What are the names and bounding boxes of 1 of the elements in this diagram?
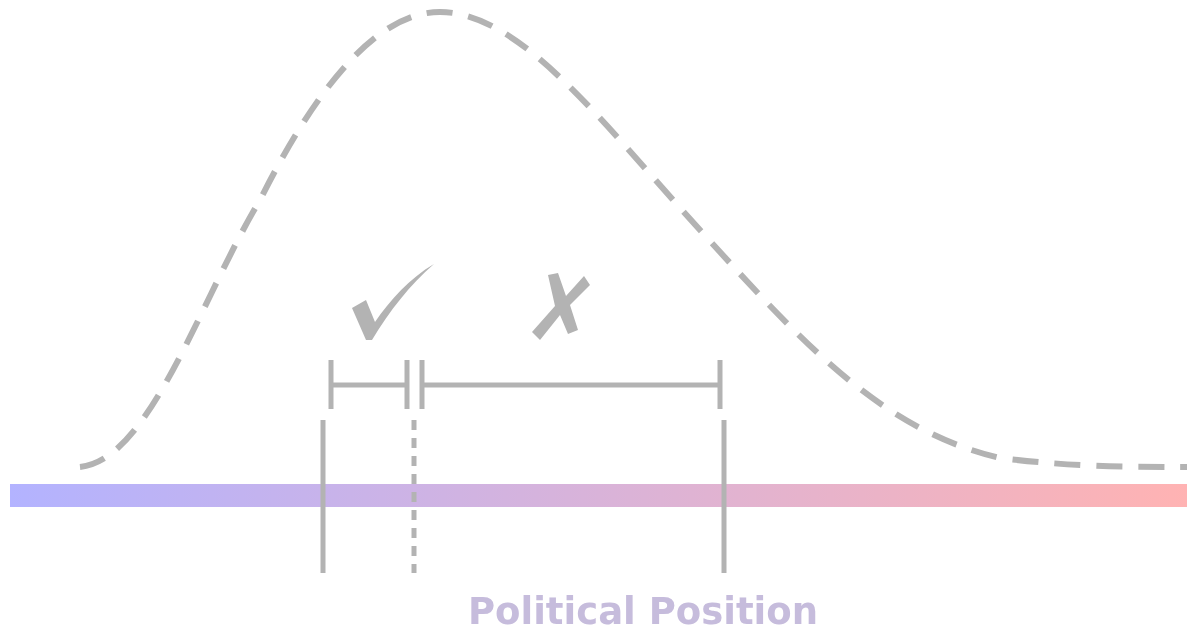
axis-label: Political Position <box>467 590 819 631</box>
